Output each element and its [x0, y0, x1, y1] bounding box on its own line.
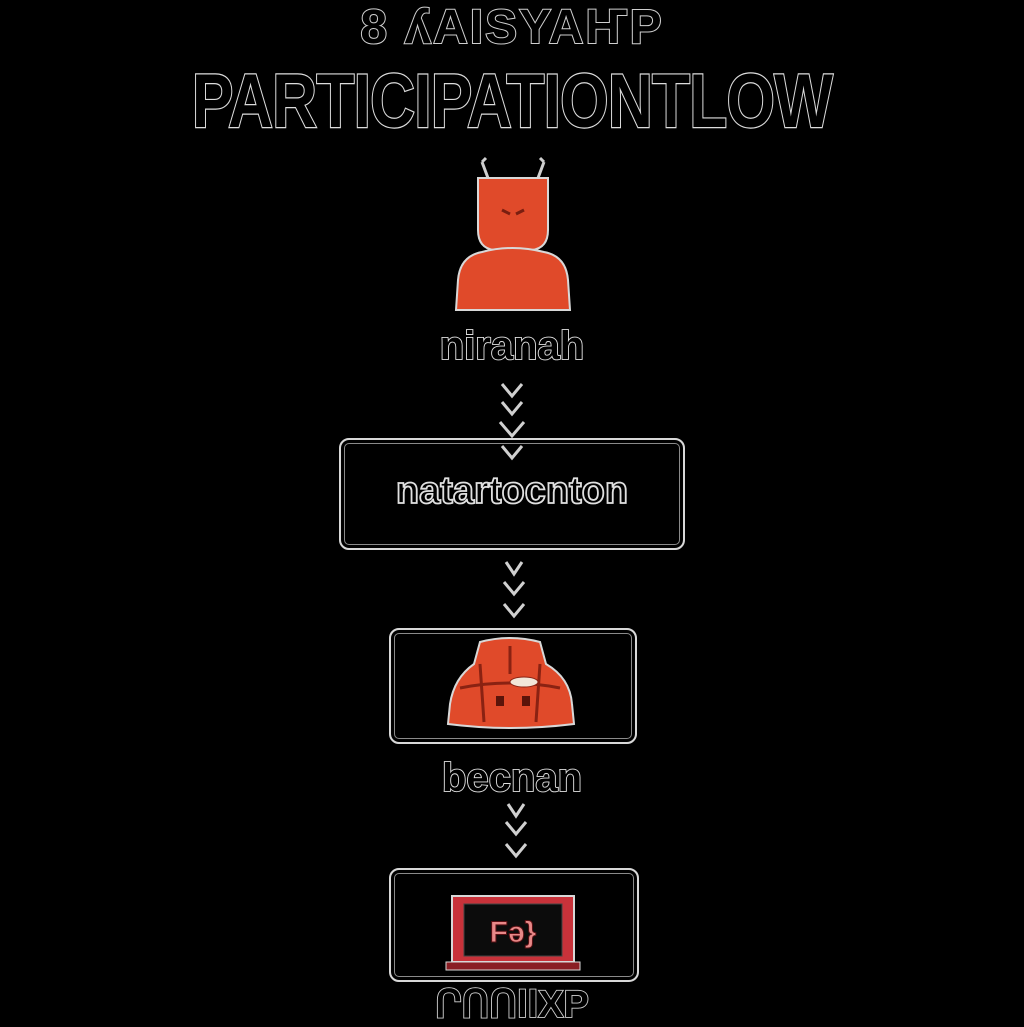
process-node: natartocnton	[339, 438, 685, 550]
node-4-label: ՐՈՈllXP	[434, 983, 590, 1027]
chevron-down-icon	[504, 803, 528, 859]
person-icon	[454, 156, 572, 311]
node-3-label: becnan	[441, 755, 583, 801]
chevron-down-icon	[498, 383, 526, 461]
screen-text: Fə}	[490, 916, 537, 949]
node-1-label: niranah	[439, 323, 585, 369]
diagram-subtitle: 8 ʎAISYAҤP	[359, 0, 664, 55]
node-2-label: natartocnton	[395, 469, 629, 513]
diagram-title: PARTICIPATIONTLOW	[191, 58, 834, 145]
image-node	[389, 628, 637, 744]
robe-icon	[446, 637, 576, 729]
chevron-down-icon	[502, 561, 526, 619]
screen-icon: Fə}	[445, 895, 581, 971]
image-node	[389, 868, 639, 982]
